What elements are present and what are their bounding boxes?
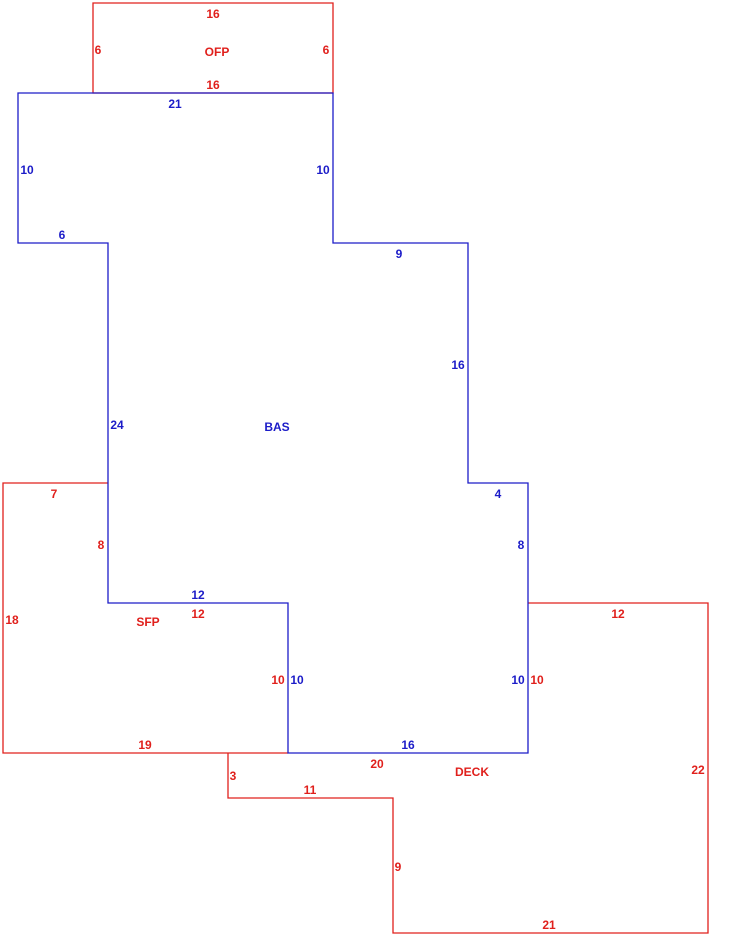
bas-bottom-dimension: 16 [401,738,415,752]
deck-left-short-dimension: 3 [230,769,237,783]
deck-left-lower-dimension: 9 [395,860,402,874]
deck-bottom-dimension: 21 [542,918,556,932]
bas-right-bottom-dimension: 10 [511,673,525,687]
deck-top-dimension: 12 [611,607,625,621]
bas-area-label: BAS [264,420,289,434]
bas-top-dimension: 21 [168,97,182,111]
sfp-top-dimension: 7 [51,487,58,501]
ofp-area-label: OFP [205,45,230,59]
ofp-bottom-dimension: 16 [206,78,220,92]
ofp-top-dimension: 16 [206,7,220,21]
bas-right-upper-dimension: 10 [316,163,330,177]
sfp-bottom-dimension: 19 [138,738,152,752]
bas-outline [17,92,529,754]
ofp-right-dimension: 6 [323,43,330,57]
bas-right-step2-dimension: 4 [495,487,502,501]
ofp-left-dimension: 6 [95,43,102,57]
sfp-left-dimension: 18 [5,613,19,627]
deck-right-dimension: 22 [691,763,705,777]
sfp-outline [2,482,288,754]
deck-top-left-dimension: 20 [370,757,384,771]
bas-left-upper-dimension: 10 [20,163,34,177]
deck-left-upper-dimension: 10 [530,673,544,687]
bas-notch-top-dimension: 12 [191,588,205,602]
bas-notch-left-dimension: 10 [290,673,304,687]
bas-right-lower-dimension: 8 [518,538,525,552]
sfp-notch-right-dimension: 10 [271,673,285,687]
bas-right-mid-dimension: 16 [451,358,465,372]
sfp-notch-top-dimension: 12 [191,607,205,621]
deck-area-label: DECK [455,765,489,779]
sfp-area-label: SFP [136,615,159,629]
bas-left-long-dimension: 24 [110,418,124,432]
bas-left-step-dimension: 6 [59,228,66,242]
deck-step-dimension: 11 [304,783,317,797]
bas-right-step-dimension: 9 [396,247,403,261]
sfp-right-upper-dimension: 8 [98,538,105,552]
deck-outline [227,602,709,934]
